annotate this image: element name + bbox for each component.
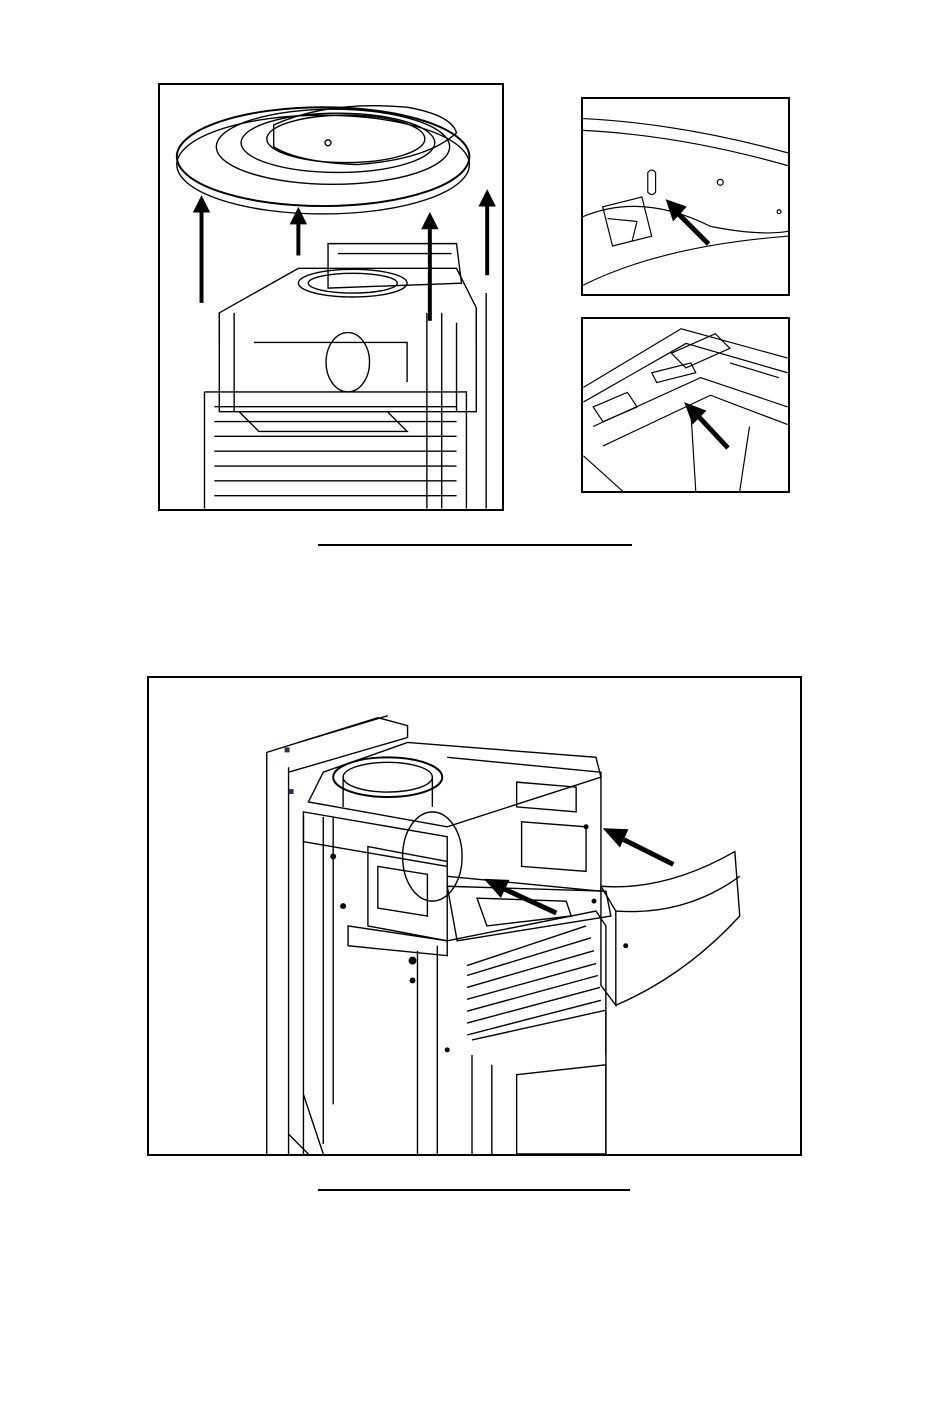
figure-top-cover-detail-slot <box>581 317 790 493</box>
side-panel-drawing <box>149 678 800 1154</box>
figure-top-cover-detail-screw <box>581 97 790 296</box>
figure-1-caption-rule <box>318 544 632 546</box>
detail-slot-drawing <box>583 319 788 491</box>
detail-screw-drawing <box>583 99 788 294</box>
figure-top-cover-removal <box>158 83 504 511</box>
top-cover-drawing <box>160 85 502 509</box>
figure-side-panel-removal <box>147 676 802 1156</box>
figure-2-caption-rule <box>318 1189 630 1191</box>
